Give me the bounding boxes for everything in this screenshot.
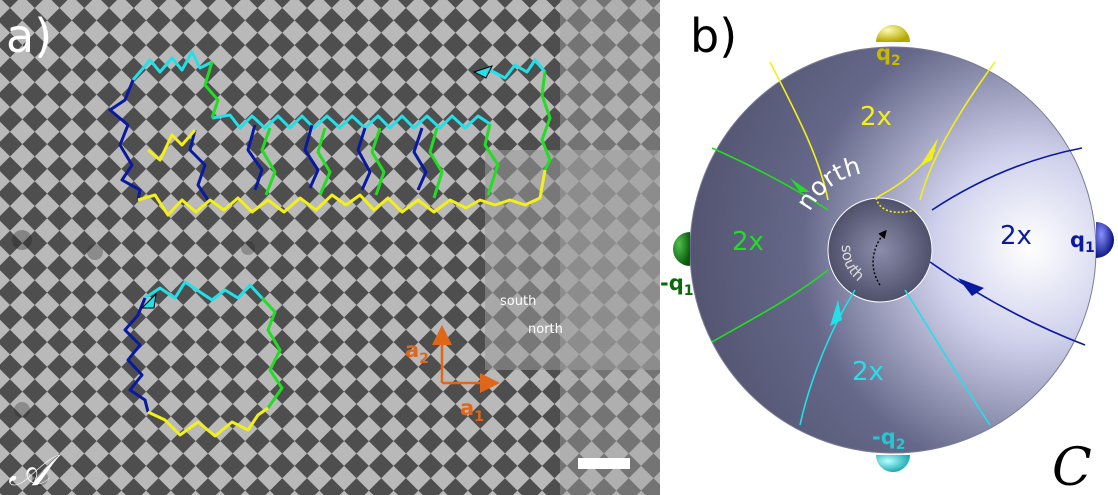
sector-label-bottom: 2x: [852, 357, 884, 387]
yellow-arrow: [920, 138, 938, 166]
loop-green: [260, 127, 277, 196]
loop-green: [203, 61, 220, 119]
loop-chain: [108, 50, 552, 217]
defect-q1: q1: [1070, 222, 1114, 258]
single-loop: [123, 280, 284, 438]
south-label: south: [500, 294, 536, 309]
loop-yellow: [137, 169, 547, 217]
defect-q2-label: q2: [876, 41, 901, 69]
blue-boundary-bottom: [929, 261, 1086, 346]
sector-lines: [711, 61, 1086, 426]
sector-label-right: 2x: [1000, 221, 1032, 251]
loop-blue: [246, 124, 264, 191]
defect-minus-q1: -q1: [660, 232, 694, 299]
dust-spot: [12, 230, 32, 250]
loop-blue: [303, 124, 320, 189]
loop-blue: [188, 129, 210, 201]
vector-a2-label: a2: [405, 338, 429, 367]
panel-a-label: a): [6, 9, 52, 63]
panel-b-label: b): [690, 9, 737, 63]
sector-label-top: 2x: [860, 102, 892, 132]
green-boundary-top: [711, 147, 829, 211]
yellow-dotted-path: [875, 197, 916, 214]
defect-q2: q2: [876, 25, 910, 69]
loop-green-right: [540, 71, 552, 171]
loop-green: [316, 127, 332, 196]
vector-a1-label: a1: [460, 396, 484, 425]
cyan-boundary-right: [904, 289, 991, 426]
blue-arrow: [958, 278, 984, 296]
loop-cyan-mid: [211, 113, 491, 130]
dust-spot: [32, 470, 48, 486]
smooth-patch: [485, 150, 660, 370]
defect-q2-ball: [876, 25, 910, 42]
loop-blue-left: [108, 79, 142, 201]
panel-a: south north a2 a1 𝒜: [0, 0, 660, 495]
loop-start-arrow: [472, 65, 493, 79]
dust-spot: [87, 244, 103, 260]
defect-minus-q2: -q2: [872, 425, 910, 472]
cyan-arrow: [830, 300, 842, 326]
single-loop-start-arrow: [140, 292, 157, 309]
loop-green: [483, 123, 500, 196]
loop-yellow-inner: [147, 129, 197, 162]
defect-minus-q2-label: -q2: [872, 425, 906, 453]
yellow-boundary-right: [919, 61, 996, 201]
space-symbol: C: [1052, 438, 1092, 495]
single-loop-yellow: [147, 406, 269, 438]
panel-b: 2x 2x 2x 2x north south q2 q1 -q1 -q2 b)…: [660, 9, 1114, 495]
green-boundary-bottom: [711, 269, 829, 343]
lattice-vectors: a2 a1: [405, 325, 500, 425]
defect-minus-q1-ball: [673, 232, 690, 266]
defect-q1-label: q1: [1070, 228, 1095, 256]
loop-cyan-right: [489, 58, 547, 80]
loop-green: [428, 127, 444, 199]
sector-label-left: 2x: [732, 227, 764, 257]
single-loop-blue: [123, 297, 150, 413]
green-arrow: [790, 178, 810, 192]
loop-green: [370, 127, 386, 196]
yellow-arrow-line: [922, 144, 936, 166]
smooth-patch-right: [560, 0, 660, 495]
scale-bar: [578, 458, 630, 469]
defect-minus-q1-label: -q1: [660, 271, 694, 299]
single-loop-cyan: [144, 280, 264, 302]
defect-minus-q2-ball: [876, 455, 910, 472]
north-label: north: [528, 322, 563, 337]
defect-q1-ball: [1096, 222, 1114, 258]
loop-blue: [412, 127, 428, 191]
blue-boundary-top: [931, 147, 1083, 211]
inner-hole: [827, 197, 933, 303]
dust-spot: [14, 402, 30, 418]
single-loop-green: [260, 296, 284, 409]
loop-blue: [356, 127, 372, 191]
loop-cyan-top: [131, 50, 213, 81]
dust-spot: [241, 241, 255, 255]
cyan-boundary-left: [799, 289, 856, 426]
yellow-boundary-left: [769, 61, 829, 201]
black-dotted-path: [872, 229, 887, 286]
